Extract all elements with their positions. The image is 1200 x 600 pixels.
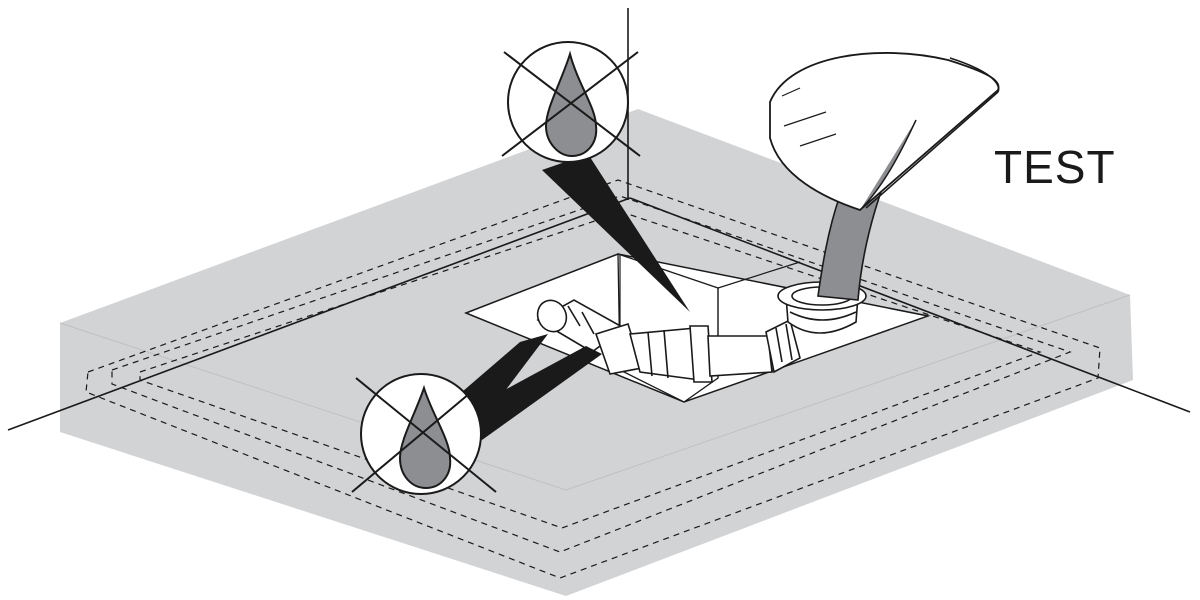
drain-pipe: [536, 299, 801, 383]
wall-line-left: [7, 197, 631, 431]
slab-edge: [59, 294, 1131, 491]
water-drop-icon: [544, 50, 598, 158]
concealed-outlines: [85, 179, 1101, 579]
no-leak-callout-top: [501, 41, 690, 312]
wall-line-right: [629, 197, 1191, 413]
test-label: TEST: [994, 141, 1116, 193]
water-drop-icon: [398, 384, 452, 490]
water-jug-icon: [769, 52, 1000, 301]
no-leak-callout-bottom: [351, 334, 602, 495]
